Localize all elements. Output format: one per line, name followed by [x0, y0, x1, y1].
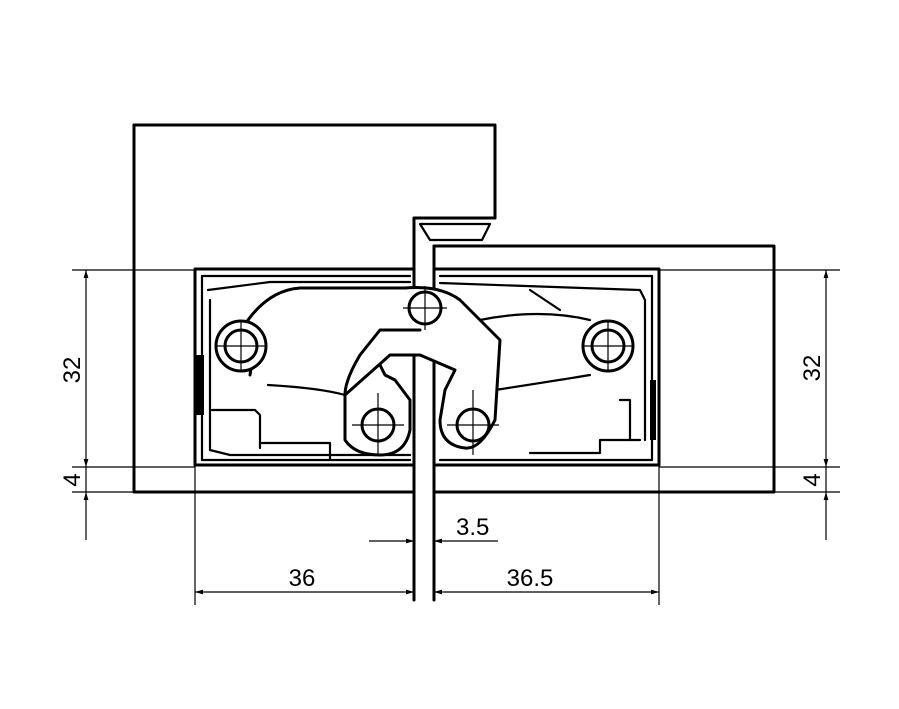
right-frame — [432, 244, 776, 494]
pivot-right — [581, 319, 635, 373]
pivot-bottom-left — [352, 393, 404, 455]
hinge-body-right — [432, 267, 661, 467]
pivot-left — [214, 319, 268, 373]
dim-left-height-label: 32 — [59, 357, 86, 384]
pivot-bottom-right — [447, 390, 499, 455]
pivot-top — [403, 286, 447, 330]
dim-right-width-label: 36.5 — [507, 565, 554, 592]
hinge-body-left — [193, 267, 416, 467]
dim-right-offset-label: 4 — [799, 473, 826, 486]
dim-left-width-label: 36 — [289, 565, 316, 592]
dim-right-height-label: 32 — [799, 355, 826, 382]
dim-gap-label: 3.5 — [456, 514, 489, 541]
dim-left-offset-label: 4 — [59, 473, 86, 486]
extension-lines — [72, 269, 840, 605]
